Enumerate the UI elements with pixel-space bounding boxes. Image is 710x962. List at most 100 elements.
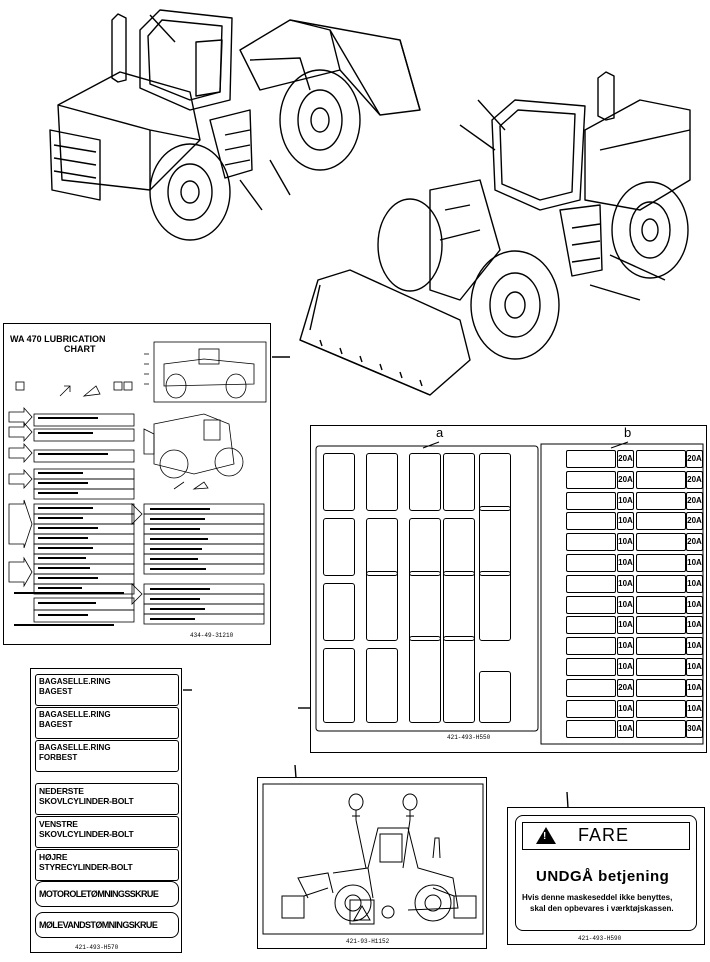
- fuse-label-box: [566, 574, 616, 593]
- lifting-points-part-number: 421-93-H1152: [346, 938, 390, 945]
- fuse-slot: [479, 671, 511, 723]
- tag-plate: BAGASELLE.RING BAGEST: [35, 674, 179, 706]
- warning-line-2: skal den opbevares i værktøjskassen.: [530, 904, 674, 913]
- fuse-amp-rating: 20A: [686, 491, 703, 510]
- fuse-amp-rating: 10A: [686, 616, 703, 635]
- fuse-amp-rating: 20A: [686, 512, 703, 531]
- fuse-amp-rating: 10A: [617, 616, 634, 635]
- fuse-slot: [366, 648, 398, 723]
- warning-heading: UNDGÅ betjening: [536, 868, 670, 885]
- lifting-points-decal: 421-93-H1152: [257, 777, 487, 949]
- fuse-slot: [443, 453, 475, 511]
- fuse-slot: [443, 636, 475, 723]
- lifting-points-drawing: [262, 783, 484, 935]
- tag-plate-large: MØLEVANDSTØMNINGSKRUE: [35, 912, 179, 938]
- fuse-amp-rating: 20A: [617, 470, 634, 489]
- fuse-label-box: [566, 637, 616, 656]
- warning-header-bar: [522, 822, 690, 850]
- warning-decal: ! FARE UNDGÅ betjening Hvis denne maskes…: [507, 807, 705, 945]
- fuse-amp-rating: 20A: [686, 533, 703, 552]
- fuse-amp-rating: 10A: [686, 678, 703, 697]
- fuse-label-box: [636, 637, 686, 656]
- fuse-box-part-number: 421-493-H550: [447, 734, 491, 741]
- fuse-amp-rating: 10A: [686, 637, 703, 656]
- fuse-label-box: [566, 554, 616, 572]
- warning-triangle-icon: [536, 827, 556, 844]
- fuse-label-box: [636, 512, 686, 531]
- fuse-slot: [323, 518, 355, 576]
- fuse-label-box: [566, 470, 616, 489]
- lubrication-chart: WA 470 LUBRICATION CHART: [3, 323, 271, 645]
- fuse-label-box: [636, 658, 686, 676]
- wheel-loader-front-view: [299, 71, 691, 396]
- fuse-label-box: [566, 450, 616, 468]
- fuse-slot: [366, 518, 398, 576]
- fuse-amp-rating: 30A: [686, 720, 703, 739]
- fuse-label-box: [636, 533, 686, 552]
- fuse-slot: [323, 583, 355, 641]
- fuse-amp-rating: 20A: [617, 678, 634, 697]
- fuse-amp-rating: 10A: [686, 554, 703, 572]
- fuse-slot: [409, 518, 441, 576]
- fuse-label-box: [636, 450, 686, 468]
- fuse-label-box: [566, 512, 616, 531]
- tag-plate: HØJRE STYRECYLINDER-BOLT: [35, 849, 179, 881]
- warning-part-number: 421-493-H590: [578, 935, 622, 942]
- fuse-amp-rating: 10A: [617, 637, 634, 656]
- fuse-label-box: [566, 533, 616, 552]
- fuse-label-box: [636, 554, 686, 572]
- lubrication-chart-title: WA 470 LUBRICATION CHART: [10, 334, 106, 354]
- fuse-slot: [443, 518, 475, 576]
- fuse-amp-rating: 10A: [617, 491, 634, 510]
- fuse-amp-rating: 20A: [617, 450, 634, 468]
- callout-b: b: [624, 425, 632, 440]
- fuse-label-box: [636, 616, 686, 635]
- lubrication-chart-part-number: 434-49-31210: [190, 632, 234, 639]
- fuse-amp-rating: 10A: [617, 512, 634, 531]
- wheel-loader-rear-view: [49, 9, 421, 241]
- fuse-amp-rating: 10A: [617, 574, 634, 593]
- fuse-label-box: [566, 658, 616, 676]
- fuse-slot: [409, 571, 441, 641]
- fuse-label-box: [636, 491, 686, 510]
- fuse-amp-rating: 10A: [686, 658, 703, 676]
- tag-plate-large: MOTOROLETØMNINGSSKRUE: [35, 881, 179, 907]
- tag-plates-part-number: 421-493-H570: [75, 944, 119, 951]
- fuse-label-box: [566, 720, 616, 739]
- fuse-amp-rating: 10A: [686, 574, 703, 593]
- tag-plate: BAGASELLE.RING FORBEST: [35, 740, 179, 772]
- fuse-amp-rating: 10A: [617, 595, 634, 614]
- fuse-amp-rating: 10A: [617, 720, 634, 739]
- fuse-amp-rating: 20A: [686, 470, 703, 489]
- fuse-amp-rating: 10A: [686, 595, 703, 614]
- fuse-amp-rating: 20A: [686, 450, 703, 468]
- fuse-slot: [323, 453, 355, 511]
- fuse-amp-rating: 10A: [686, 699, 703, 718]
- fuse-amp-rating: 10A: [617, 699, 634, 718]
- fuse-slot: [479, 571, 511, 641]
- fuse-amp-rating: 10A: [617, 658, 634, 676]
- fuse-box-drawing: [315, 441, 704, 745]
- warning-line-1: Hvis denne maskeseddel ikke benyttes,: [522, 893, 673, 902]
- fuse-label-box: [566, 616, 616, 635]
- fuse-label-box: [636, 574, 686, 593]
- warning-decal-inner: [515, 815, 697, 931]
- fuse-slot: [409, 636, 441, 723]
- fuse-label-box: [566, 491, 616, 510]
- tag-plate: BAGASELLE.RING BAGEST: [35, 707, 179, 739]
- warning-exclamation-icon: !: [543, 831, 547, 842]
- fuse-label-box: [636, 699, 686, 718]
- fuse-slot: [409, 453, 441, 511]
- fuse-slot: [479, 453, 511, 511]
- warning-signal-word: FARE: [578, 825, 630, 845]
- lubrication-chart-drawing: [8, 341, 267, 626]
- fuse-label-box: [636, 720, 686, 739]
- fuse-slot: [366, 571, 398, 641]
- fuse-amp-rating: 10A: [617, 554, 634, 572]
- tag-plates-decal: BAGASELLE.RING BAGEST BAGASELLE.RING BAG…: [30, 668, 182, 953]
- fuse-label-box: [566, 678, 616, 697]
- tag-plate: VENSTRE SKOVLCYLINDER-BOLT: [35, 816, 179, 848]
- fuse-slot: [479, 506, 511, 576]
